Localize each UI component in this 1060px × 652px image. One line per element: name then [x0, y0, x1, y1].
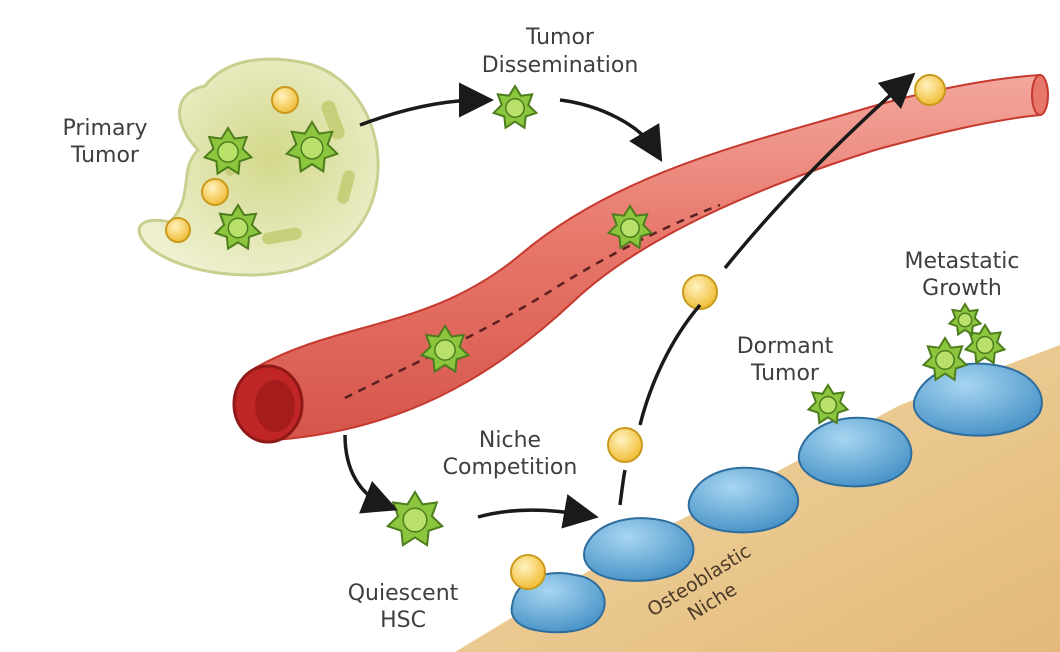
arrow-to-niche	[478, 510, 585, 517]
primary-tumor-icon	[139, 59, 378, 275]
arrow-into-vessel	[560, 100, 655, 150]
svg-text:HSC: HSC	[380, 608, 426, 633]
arrow-dormant-up	[640, 305, 700, 425]
svg-text:Quiescent: Quiescent	[348, 581, 459, 606]
hsc-cell-icon	[608, 428, 642, 462]
svg-text:Niche: Niche	[479, 428, 541, 453]
arrow-to-dissemination	[360, 100, 480, 125]
svg-text:Growth: Growth	[922, 276, 1002, 301]
label-metastatic-growth: Metastatic Growth	[904, 249, 1019, 301]
tumor-cell-icon	[388, 492, 443, 545]
label-dormant-tumor: Dormant Tumor	[737, 334, 834, 386]
svg-text:Dormant: Dormant	[737, 334, 834, 359]
label-niche-competition: Niche Competition	[443, 428, 578, 480]
svg-text:Tumor: Tumor	[525, 25, 595, 50]
osteoblast-icon	[914, 364, 1042, 436]
osteoblast-icon	[584, 518, 693, 581]
tumor-cell-icon	[494, 86, 537, 128]
svg-text:Competition: Competition	[443, 455, 578, 480]
label-tumor-dissemination: Tumor Dissemination	[482, 25, 639, 78]
hsc-cell-icon	[511, 555, 545, 589]
tumor-cell-icon	[949, 304, 980, 334]
label-primary-tumor: Primary Tumor	[62, 116, 147, 168]
hsc-cell-icon	[915, 75, 945, 105]
label-quiescent-hsc: Quiescent HSC	[348, 581, 459, 633]
arrow-to-niche-competition	[345, 435, 385, 505]
hsc-cell-icon	[683, 275, 717, 309]
tumor-cell-icon	[809, 385, 848, 423]
osteoblast-icon	[799, 418, 912, 486]
svg-text:Tumor: Tumor	[750, 361, 820, 386]
svg-text:Dissemination: Dissemination	[482, 53, 639, 78]
osteoblast-icon	[689, 468, 798, 533]
svg-text:Tumor: Tumor	[70, 143, 140, 168]
arrow-hsc-to-dormant	[620, 470, 625, 505]
svg-text:Primary: Primary	[62, 116, 147, 141]
svg-text:Metastatic: Metastatic	[904, 249, 1019, 274]
